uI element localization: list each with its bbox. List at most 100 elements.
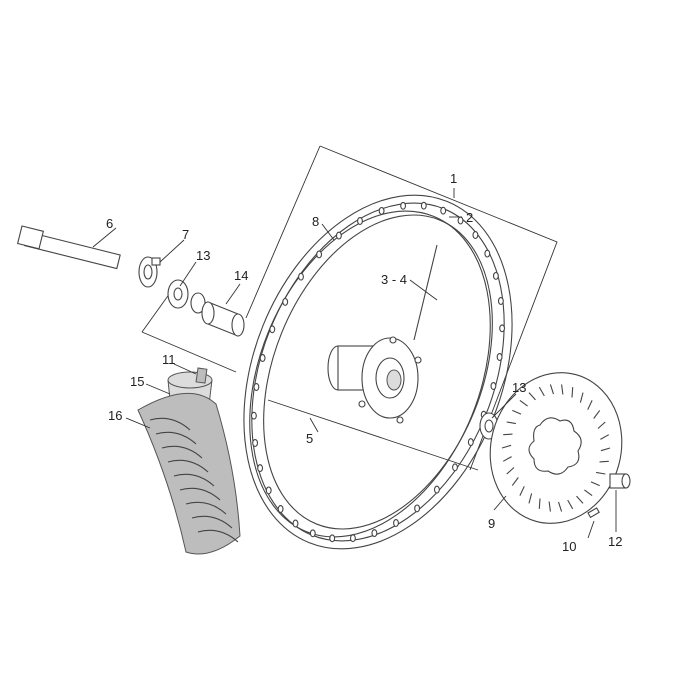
disc-slot: [538, 498, 541, 509]
rim-hole: [329, 534, 336, 543]
disc-slot: [587, 400, 593, 410]
rim-hole: [440, 206, 447, 215]
tread-groove: [173, 473, 215, 487]
disc-slot: [512, 409, 522, 415]
label-1: 1: [450, 171, 457, 186]
rim-hole: [496, 353, 503, 361]
tread-groove: [179, 487, 221, 501]
axle[interactable]: [16, 225, 121, 270]
tread-groove: [185, 501, 227, 515]
rim-hole: [357, 217, 363, 225]
disc-slot: [511, 477, 519, 486]
rim-hole: [457, 216, 464, 225]
disc-slot: [599, 460, 609, 463]
label-6: 6: [106, 216, 113, 231]
rim-hole: [492, 271, 499, 280]
disc-slot: [579, 392, 584, 403]
rim-hole: [393, 519, 399, 527]
disc-slot: [584, 489, 593, 497]
disc-slot: [506, 421, 516, 425]
rim-hole: [259, 354, 266, 362]
axle-nut[interactable]: [138, 256, 161, 288]
disc-slot: [590, 481, 600, 487]
tyre[interactable]: [137, 392, 241, 555]
disc-slot: [571, 387, 574, 398]
disc-slot: [528, 493, 533, 504]
disc-slot: [519, 486, 525, 496]
rim-hole: [400, 201, 407, 210]
disc-slot: [503, 433, 513, 436]
tread-groove: [155, 431, 197, 445]
label-2: 2: [466, 210, 473, 225]
assembly-outline: [141, 145, 558, 471]
rim-hole: [252, 439, 259, 447]
brake-disc[interactable]: [474, 358, 639, 538]
disc-slot: [596, 471, 606, 475]
rim-hole: [497, 297, 504, 305]
disc-slot: [567, 499, 574, 510]
rim-hole: [269, 325, 276, 334]
disc-slot: [502, 456, 512, 462]
rim-hole: [378, 206, 385, 215]
rim-hole: [282, 297, 289, 306]
label-9: 9: [488, 516, 495, 531]
rim-hole: [452, 463, 458, 472]
label-15: 15: [130, 374, 144, 389]
rim-hole: [250, 411, 257, 420]
tread-groove: [197, 529, 239, 543]
disc-slot: [549, 384, 555, 395]
tread-groove: [191, 515, 233, 529]
rim-hole: [467, 438, 474, 447]
callout-labels: 1 2 3 - 4 5 6 7 8 9 10 11 12 13 13 14 15…: [106, 171, 622, 554]
label-16: 16: [108, 408, 122, 423]
rim-hole: [292, 519, 299, 528]
rim-hole: [349, 534, 356, 543]
rim-hole: [499, 324, 506, 333]
wheel-hub[interactable]: [327, 336, 422, 424]
label-12: 12: [608, 534, 622, 549]
disc-slot: [548, 501, 551, 512]
rim-hole: [414, 504, 421, 513]
tyre-tread: [149, 417, 239, 543]
disc-slot: [501, 444, 512, 449]
disc-slot: [528, 392, 536, 401]
tube-valve[interactable]: [195, 367, 208, 384]
disc-slot: [538, 386, 545, 397]
label-14: 14: [234, 268, 248, 283]
rim-hole: [490, 382, 497, 390]
disc-slot: [576, 495, 584, 504]
rim-hole: [257, 464, 264, 473]
label-13-right: 13: [512, 380, 526, 395]
rim-hole: [484, 249, 491, 258]
tread-groove: [167, 459, 209, 473]
rim-hole: [316, 250, 323, 259]
disc-slot: [600, 434, 610, 440]
rim-hole: [309, 529, 316, 538]
leader-lines: [92, 188, 617, 539]
tread-groove: [149, 417, 191, 431]
label-10: 10: [562, 539, 576, 554]
disc-slot: [506, 467, 515, 475]
label-11: 11: [162, 352, 176, 367]
spoke: [413, 244, 438, 341]
disc-slot: [597, 421, 606, 429]
label-3-4: 3 - 4: [381, 272, 407, 287]
rim-hole: [472, 231, 479, 239]
rim-hole: [265, 486, 272, 495]
left-bearing[interactable]: [167, 279, 189, 309]
rim-hole: [277, 505, 284, 513]
rim-hole: [253, 383, 260, 391]
rim-hole: [298, 272, 304, 281]
disc-slot: [519, 399, 528, 407]
label-7: 7: [182, 227, 189, 242]
brake-disc-slots: [501, 384, 611, 512]
disc-bolt[interactable]: [587, 507, 600, 519]
rim-hole: [420, 201, 427, 210]
label-5: 5: [306, 431, 313, 446]
disc-spacer[interactable]: [609, 473, 631, 489]
disc-slot: [593, 410, 601, 419]
tread-groove: [161, 445, 203, 459]
rim-hole: [335, 231, 342, 240]
spacer[interactable]: [201, 301, 245, 337]
